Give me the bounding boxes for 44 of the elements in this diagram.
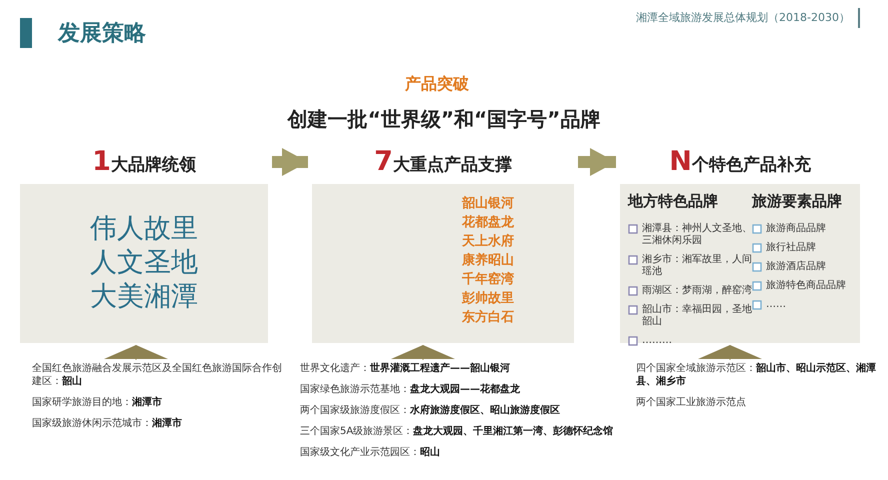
product-name: 康养昭山 — [461, 252, 515, 270]
product-name: 东方白石 — [461, 308, 515, 327]
list-item: 湘潭县：神州人文圣地、三湘休闲乐园 — [642, 223, 753, 247]
column-heading: 1大品牌统领 — [91, 146, 197, 177]
slogan-text: 伟人故里 — [89, 212, 199, 246]
product-name: 天上水府 — [460, 232, 515, 251]
column-heading: N个特色产品补充 — [668, 146, 812, 177]
note-text: 国家绿色旅游示范基地：盘龙大观园——花都盘龙 — [300, 383, 521, 396]
list-item: 旅行社品牌 — [766, 242, 816, 254]
product-name: 花都盘龙 — [460, 214, 515, 232]
list-item: 旅游特色商品品牌 — [766, 280, 846, 292]
list-item: 雨湖区：梦雨湖，醉窑湾 — [642, 285, 752, 297]
slogan-text: 大美湘潭 — [89, 280, 199, 314]
up-arrow — [391, 344, 455, 360]
list-item: 湘乡市：湘军故里，人间瑶池 — [642, 254, 753, 278]
list-item: ……… — [642, 335, 672, 347]
slogan-text: 人文圣地 — [89, 246, 199, 280]
note-text: 三个国家5A级旅游景区：盘龙大观园、千里湘江第一湾、彭德怀纪念馆 — [300, 425, 614, 438]
note-text: 国家研学旅游目的地：湘潭市 — [32, 396, 163, 409]
list-item: 韶山市：幸福田园，圣地韶山 — [642, 304, 753, 328]
list-item: 旅游商品品牌 — [766, 223, 826, 235]
note-text: 国家级旅游休闲示范城市：湘潭市 — [32, 417, 183, 430]
up-arrow — [698, 344, 762, 360]
note-text: 四个国家全域旅游示范区：韶山市、昭山示范区、湘潭县、湘乡市 — [636, 362, 876, 388]
column-subheading: 旅游要素品牌 — [752, 192, 843, 211]
up-arrow — [104, 344, 168, 360]
note-text: 全国红色旅游融合发展示范区及全国红色旅游国际合作创建区：韶山 — [32, 362, 283, 388]
header-text: 湘潭全域旅游发展总体规划（2018-2030） — [635, 10, 850, 25]
note-text: 两个国家级旅游度假区：水府旅游度假区、昭山旅游度假区 — [300, 404, 561, 417]
note-text: 国家级文化产业示范园区：昭山 — [300, 446, 441, 459]
flow-arrow — [578, 148, 616, 176]
note-text: 两个国家工业旅游示范点 — [636, 396, 747, 409]
product-name: 千年窑湾 — [461, 270, 515, 289]
column-heading: 7大重点产品支撑 — [373, 146, 513, 177]
list-item: 旅游酒店品牌 — [766, 261, 826, 273]
product-name: 韶山银河 — [460, 194, 515, 213]
section-subtitle: 产品突破 — [404, 74, 470, 95]
product-name: 彭帅故里 — [460, 290, 515, 308]
note-text: 世界文化遗产：世界灌溉工程遗产——韶山银河 — [300, 362, 511, 375]
list-item: …… — [766, 299, 786, 311]
page-title: 发展策略 — [58, 20, 146, 48]
section-heading: 创建一批“世界级”和“国字号”品牌 — [286, 106, 602, 133]
column-subheading: 地方特色品牌 — [628, 192, 719, 211]
flow-arrow — [272, 148, 308, 176]
